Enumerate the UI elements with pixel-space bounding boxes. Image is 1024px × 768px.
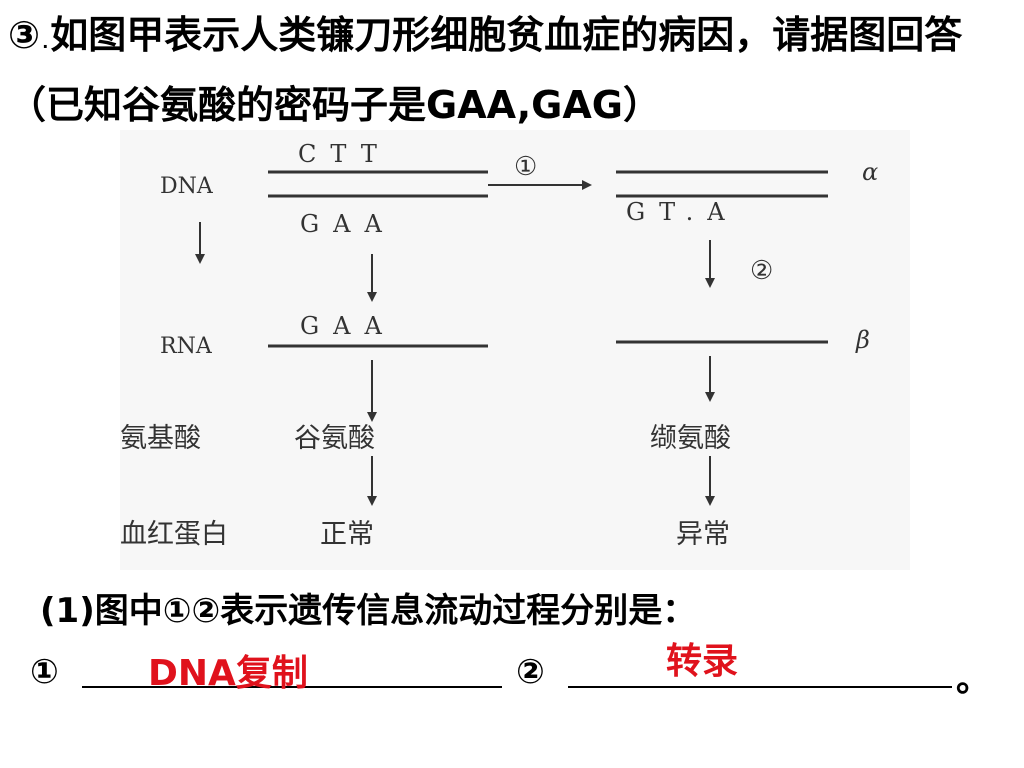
blank1-marker: ① [30, 652, 59, 692]
step2-marker: ② [750, 256, 774, 286]
amino-acid-label: 氨基酸 [120, 423, 201, 454]
question-text: 如图甲表示人类镰刀形细胞贫血症的病因，请据图回答（已知谷氨酸的密码子是GAA,G… [8, 13, 963, 127]
blank2-marker: ② [516, 652, 545, 692]
step1-marker: ① [514, 152, 538, 182]
sub-question: (1)图中①②表示遗传信息流动过程分别是： [40, 591, 697, 631]
dna-down-arrow-icon [195, 254, 205, 264]
answer-blank-2 [568, 686, 952, 688]
transcription-arrow-icon [367, 292, 377, 302]
protein-arrow-icon [367, 496, 377, 506]
alpha-strand-label: α [862, 158, 879, 186]
end-period: 。 [956, 660, 990, 700]
amino-acid-mutant: 缬氨酸 [650, 423, 731, 454]
mutant-translation-arrow-icon [705, 392, 715, 402]
hemoglobin-normal: 正常 [320, 519, 374, 550]
question-number: ③ [8, 13, 41, 57]
hemoglobin-label: 血红蛋白 [120, 519, 228, 550]
answer-1: DNA复制 [148, 653, 308, 694]
translation-arrow-icon [367, 412, 377, 422]
dna-label: DNA [160, 174, 213, 199]
amino-acid-normal: 谷氨酸 [294, 423, 375, 454]
hemoglobin-abnormal: 异常 [676, 519, 730, 550]
beta-strand-label: β [856, 326, 870, 354]
step1-arrow-head [582, 180, 592, 190]
dna-top-sequence: CTT [298, 140, 391, 168]
step2-arrow-icon [705, 278, 715, 288]
answer-blank-1 [82, 686, 502, 688]
question-title: ③.如图甲表示人类镰刀形细胞贫血症的病因，请据图回答（已知谷氨酸的密码子是GAA… [8, 13, 963, 127]
rna-sequence: GAA [300, 312, 396, 340]
dna-bottom-sequence: GAA [300, 210, 396, 238]
answer-row: ① DNA复制 ② 转录 。 [30, 640, 1020, 700]
mutant-dna-sequence: GT.A [626, 198, 739, 226]
diagram-lines [195, 170, 828, 506]
rna-label: RNA [160, 334, 212, 359]
genetics-diagram: DNA CTT GAA ① α GT.A ② RNA GAA β 氨基酸 谷氨酸… [120, 130, 910, 570]
mutant-protein-arrow-icon [705, 496, 715, 506]
answer-2: 转录 [666, 641, 739, 682]
